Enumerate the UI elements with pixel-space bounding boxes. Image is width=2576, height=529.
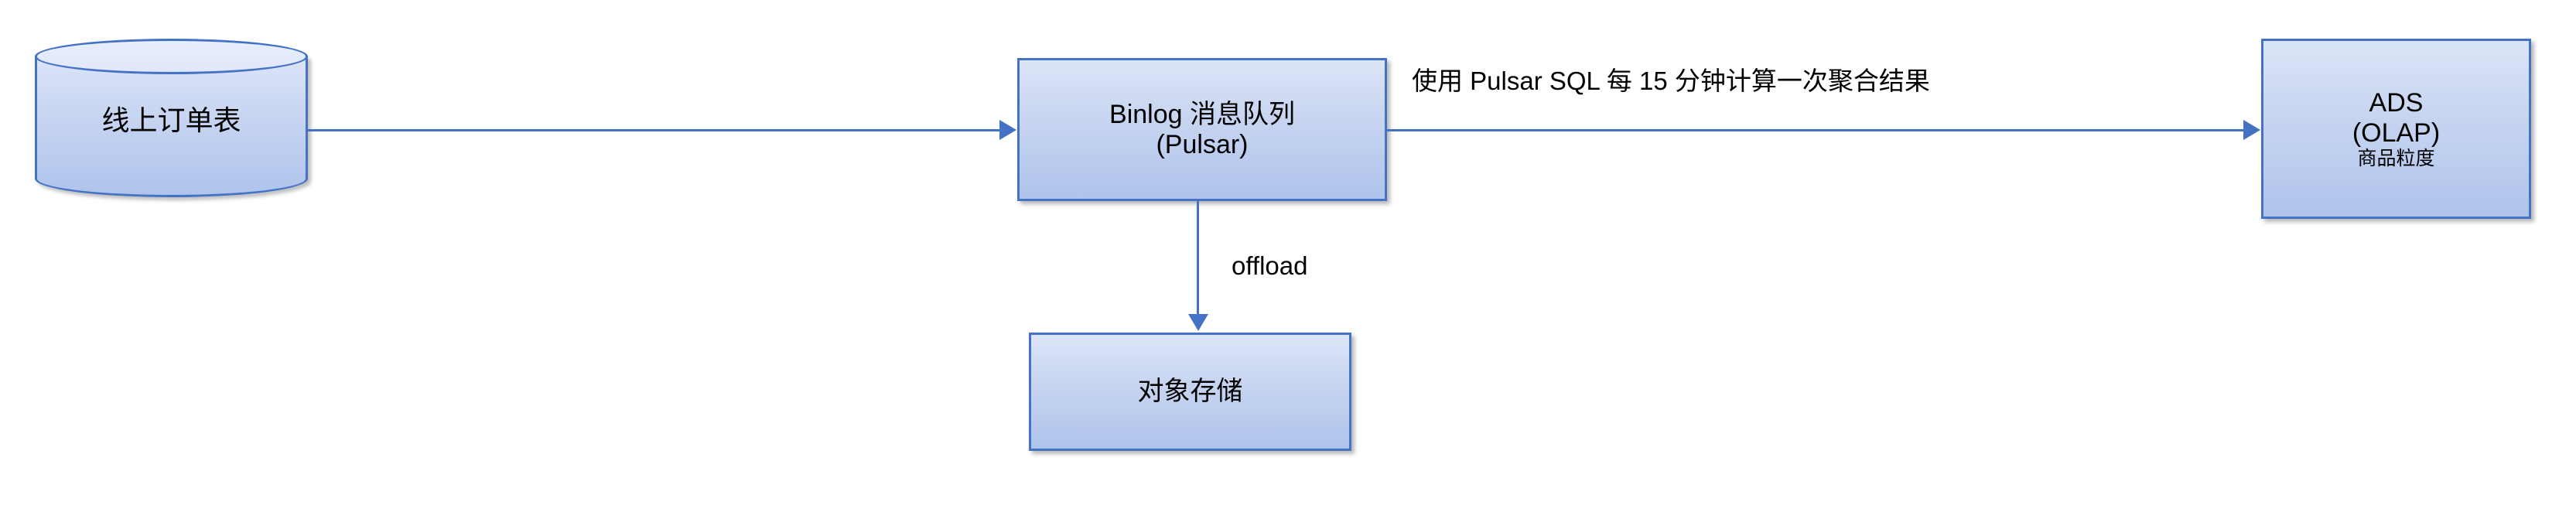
node-object-storage[interactable]: 对象存储 [1029,333,1351,451]
node-ads-line2: (OLAP) [2352,118,2441,148]
edge-db-to-queue-line [308,129,1000,131]
edge-queue-to-ads-line [1387,129,2244,131]
node-source-database[interactable]: 线上订单表 [35,39,308,197]
edge-queue-to-storage-line [1197,201,1199,316]
cylinder-body [35,56,308,197]
node-message-queue[interactable]: Binlog 消息队列 (Pulsar) [1017,58,1387,201]
edge-db-to-queue-arrowhead [999,120,1016,140]
node-message-queue-line2: (Pulsar) [1156,129,1249,159]
node-message-queue-line1: Binlog 消息队列 [1109,100,1295,130]
node-ads-line1: ADS [2369,88,2424,118]
node-ads-line3: 商品粒度 [2357,147,2435,169]
edge-queue-to-ads-label: 使用 Pulsar SQL 每 15 分钟计算一次聚合结果 [1412,67,1930,95]
node-source-database-label: 线上订单表 [101,104,241,136]
edge-queue-to-storage-label: offload [1232,251,1308,280]
edge-queue-to-ads-arrowhead [2243,120,2260,140]
node-object-storage-label: 对象存储 [1137,377,1243,407]
cylinder-top-ellipse [35,39,308,74]
edge-queue-to-storage-arrowhead [1188,314,1208,331]
node-ads-olap[interactable]: ADS (OLAP) 商品粒度 [2261,39,2531,219]
